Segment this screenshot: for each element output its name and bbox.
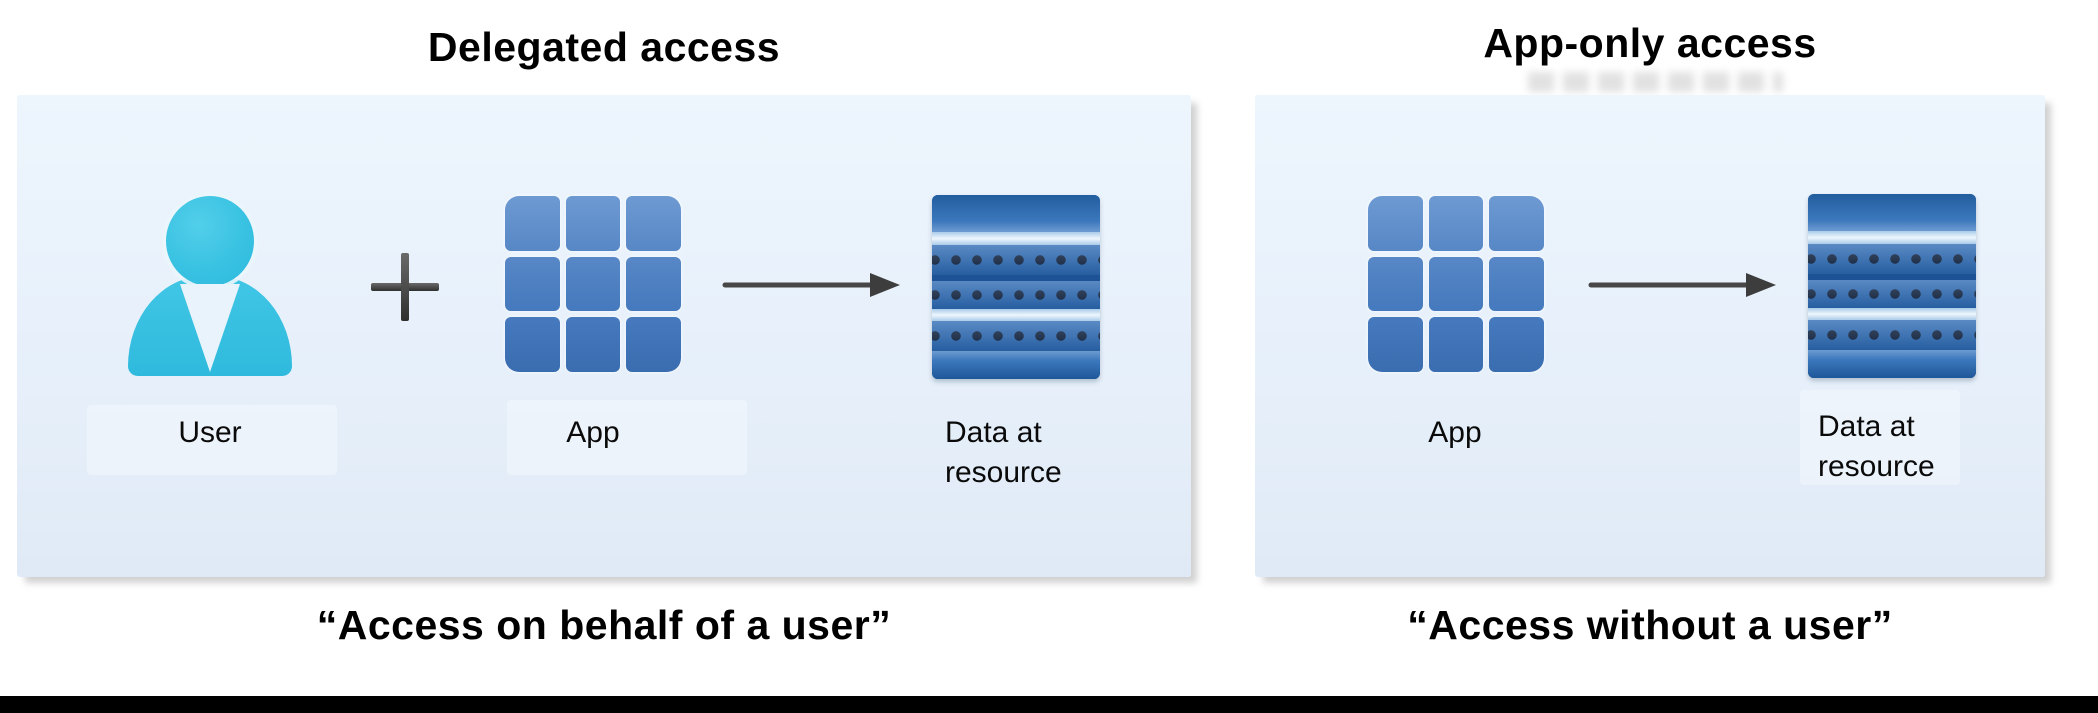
delegated-access-title: Delegated access	[427, 24, 781, 70]
db-stripe	[932, 309, 1100, 321]
db-band	[1808, 194, 1976, 231]
db-stripe	[932, 232, 1100, 245]
db-band	[932, 195, 1100, 232]
app-grid-square	[565, 256, 621, 312]
app-grid-square	[1368, 317, 1423, 372]
db-dot-row	[1808, 280, 1976, 308]
app-grid-square	[505, 256, 560, 312]
db-stripe	[1808, 231, 1976, 244]
app-grid-square	[1368, 196, 1423, 251]
app-grid-icon	[505, 196, 681, 372]
app-only-access-panel: App Data at resource	[1255, 95, 2045, 577]
app-grid-square	[1428, 196, 1484, 251]
app-grid-square	[565, 196, 621, 251]
app-grid-square	[1428, 317, 1484, 372]
app-grid-square	[626, 256, 681, 312]
user-icon	[128, 196, 292, 376]
app-grid-square	[1489, 196, 1544, 251]
data-at-resource-label: Data at resource	[1818, 410, 1935, 483]
db-dot-row	[1808, 244, 1976, 274]
db-stripe	[1808, 308, 1976, 320]
app-grid-square	[1428, 256, 1484, 312]
bottom-black-bar	[0, 696, 2098, 713]
app-grid-square	[1489, 317, 1544, 372]
app-grid-square	[626, 317, 681, 372]
erase-artifact	[87, 405, 337, 475]
plus-icon	[371, 253, 439, 321]
database-rows-icon	[1808, 194, 1976, 378]
delegated-access-caption: “Access on behalf of a user”	[316, 602, 892, 648]
app-only-access-title: App-only access	[1483, 20, 1817, 66]
erase-artifact	[1800, 390, 1960, 485]
app-only-access-caption: “Access without a user”	[1407, 602, 1893, 648]
right-arrow-icon	[722, 269, 902, 301]
db-dot-row	[932, 281, 1100, 309]
db-divider	[1808, 274, 1976, 280]
user-label: User	[178, 416, 242, 449]
data-at-resource-label: Data at resource	[945, 416, 1062, 489]
app-grid-square	[505, 317, 560, 372]
app-grid-square	[626, 196, 681, 251]
app-grid-square	[505, 196, 560, 251]
app-grid-square	[1368, 256, 1423, 312]
erase-artifact	[507, 400, 747, 475]
database-rows-icon	[932, 195, 1100, 379]
db-dot-row	[932, 245, 1100, 275]
erased-text-artifact	[1528, 72, 1783, 92]
user-head-shape	[166, 196, 254, 286]
db-divider	[932, 275, 1100, 281]
db-dot-row	[932, 321, 1100, 351]
app-label: App	[1428, 416, 1482, 449]
db-band	[932, 351, 1100, 379]
app-grid-icon	[1368, 196, 1544, 372]
app-grid-square	[565, 317, 621, 372]
delegated-access-panel: User App Data at resource	[17, 95, 1191, 577]
app-label: App	[566, 416, 620, 449]
db-band	[1808, 350, 1976, 378]
app-grid-square	[1489, 256, 1544, 312]
db-dot-row	[1808, 320, 1976, 350]
right-arrow-icon	[1588, 269, 1778, 301]
